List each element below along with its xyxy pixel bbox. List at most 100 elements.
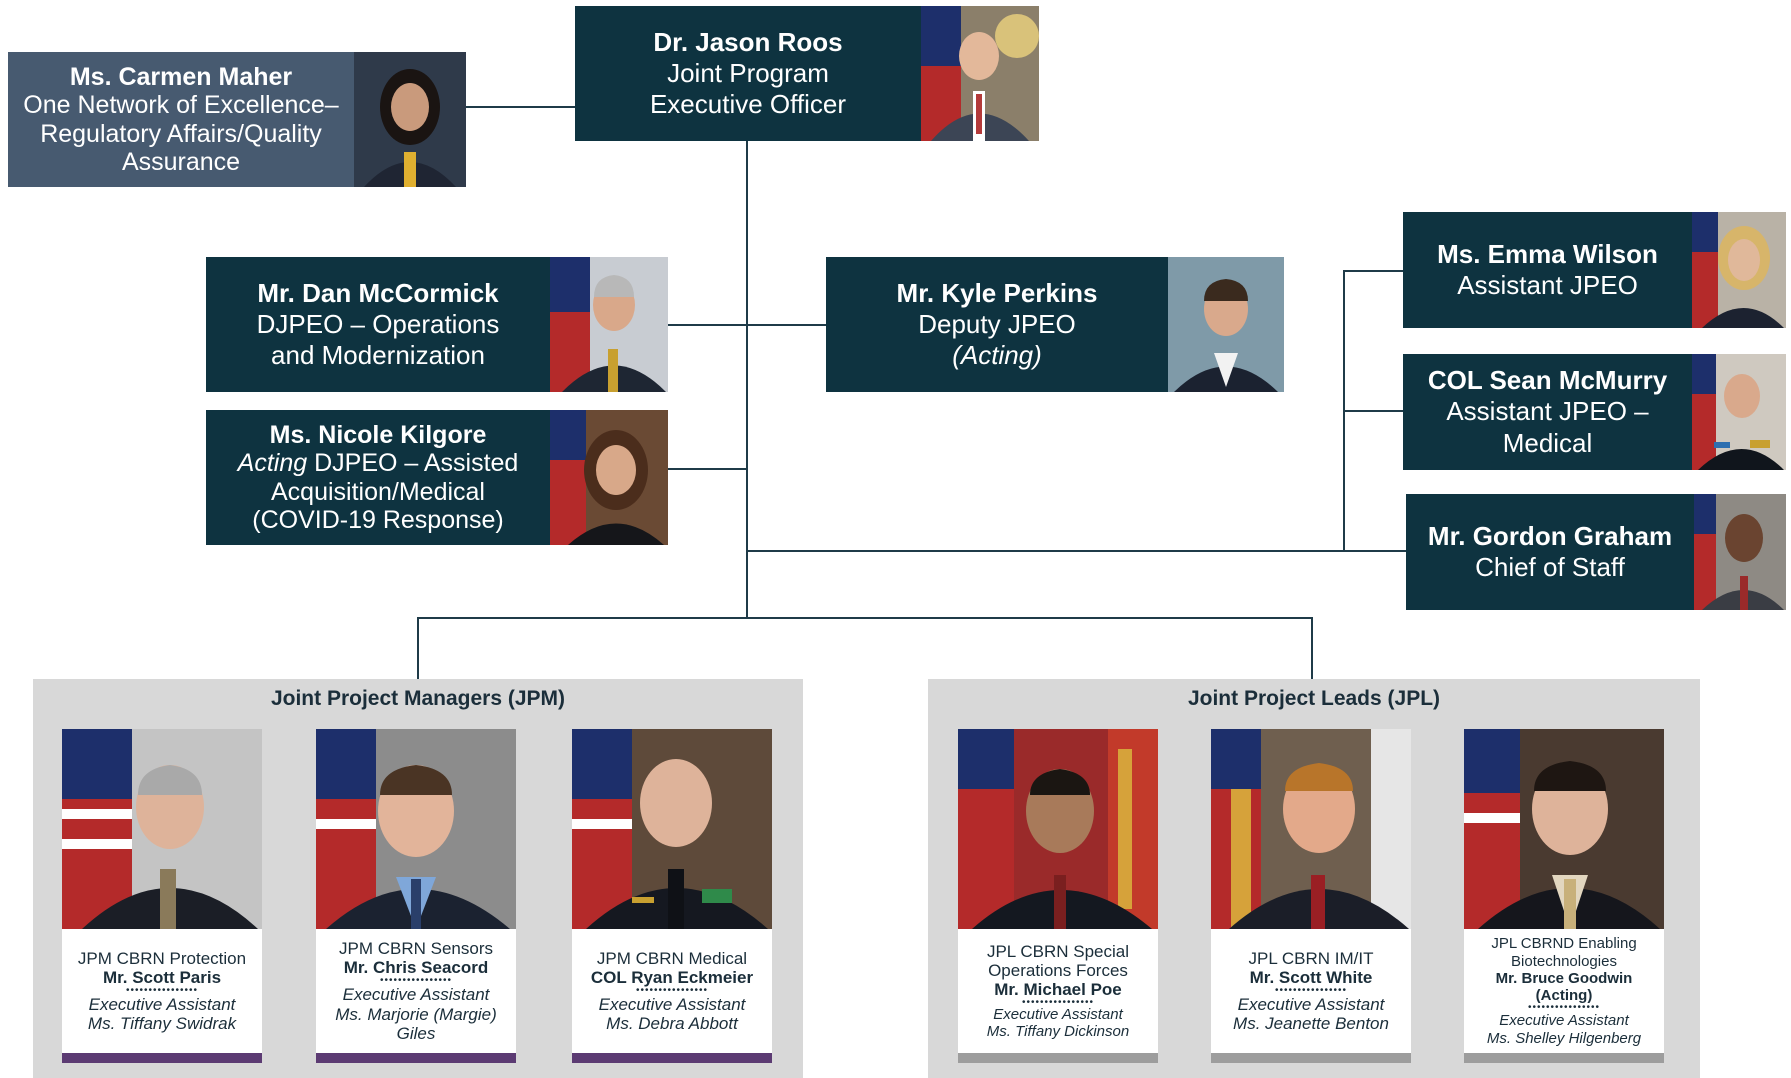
assisted-name: Ms. Nicole Kilgore (269, 421, 487, 449)
jpeo-box: Dr. Jason Roos Joint Program Executive O… (575, 6, 1039, 141)
jpl-sof-ea-label: Executive Assistant (993, 1005, 1123, 1023)
onoe-portrait (354, 52, 466, 187)
jpl-biotech-portrait (1464, 729, 1664, 929)
ops-name: Mr. Dan McCormick (257, 277, 499, 308)
jpm-protection-divider: •••••••••••••••• (125, 985, 198, 996)
jpeo-name: Dr. Jason Roos (653, 26, 843, 57)
medical-title-line1: Assistant JPEO – (1446, 396, 1649, 427)
jpeo-title-line1: Joint Program (667, 57, 829, 88)
jpl-sof-name: Mr. Michael Poe (994, 979, 1122, 999)
jpm-medical-stripe (572, 1053, 772, 1063)
jpl-sof-stripe (958, 1053, 1158, 1063)
connector-mcmurry (1343, 410, 1403, 412)
assistant-title: Assistant JPEO (1457, 270, 1638, 300)
jpl-imit-divider: •••••••••••••••• (1274, 985, 1347, 996)
jpm-protection-name: Mr. Scott Paris (102, 967, 222, 987)
connector-wilson (1343, 270, 1403, 272)
ops-title-line2: and Modernization (271, 340, 485, 371)
jpl-card-imit: JPL CBRN IM/IT Mr. Scott White •••••••••… (1211, 729, 1411, 1063)
ops-box: Mr. Dan McCormick DJPEO – Operations and… (206, 257, 668, 392)
connector-maher-roos (466, 106, 576, 108)
jpm-sensors-role: JPM CBRN Sensors (339, 939, 493, 959)
chief-box: Mr. Gordon Graham Chief of Staff (1406, 494, 1786, 610)
jpl-panel-title: Joint Project Leads (JPL) (1187, 687, 1441, 710)
jpl-biotech-divider: •••••••••••••••• (1527, 1002, 1600, 1014)
jpl-imit-portrait (1211, 729, 1411, 929)
onoe-title-line1: One Network of Excellence– (23, 91, 339, 120)
jpm-protection-portrait (62, 729, 262, 929)
deputy-title-line1: Deputy JPEO (918, 308, 1076, 339)
onoe-name: Ms. Carmen Maher (69, 63, 293, 91)
assisted-title-line1: Acting DJPEO – Assisted (237, 449, 519, 478)
medical-portrait (1692, 354, 1786, 470)
ops-portrait (550, 257, 668, 392)
connector-staff-horizontal (746, 550, 1408, 552)
jpl-biotech-name: Mr. Bruce Goodwin (1495, 969, 1633, 987)
jpm-protection-assistant: Ms. Tiffany Swidrak (87, 1014, 237, 1034)
jpm-panel-title: Joint Project Managers (JPM) (270, 687, 566, 710)
connector-bottom-horizontal (417, 617, 1313, 619)
medical-title-line2: Medical (1502, 427, 1593, 458)
jpm-medical-name: COL Ryan Eckmeier (590, 967, 754, 987)
connector-jpl-drop (1311, 617, 1313, 679)
jpm-medical-assistant: Ms. Debra Abbott (606, 1014, 738, 1034)
jpl-panel: Joint Project Leads (JPL) JPL CBRN Speci… (928, 679, 1700, 1078)
jpm-panel: Joint Project Managers (JPM) JPM CBRN Pr… (33, 679, 803, 1078)
assisted-acting: Acting (237, 449, 308, 478)
jpl-card-sof: JPL CBRN Special Operations Forces Mr. M… (958, 729, 1158, 1063)
jpm-medical-divider: •••••••••••••••• (635, 985, 708, 996)
chief-title: Chief of Staff (1475, 552, 1625, 582)
connector-mccormick-perkins (668, 324, 826, 326)
jpm-medical-ea-label: Executive Assistant (598, 995, 746, 1014)
jpm-medical-role: JPM CBRN Medical (596, 948, 748, 968)
assistant-name: Ms. Emma Wilson (1437, 238, 1658, 269)
jpl-sof-divider: •••••••••••••••• (1021, 996, 1094, 1008)
deputy-box: Mr. Kyle Perkins Deputy JPEO (Acting) (826, 257, 1284, 392)
chief-name: Mr. Gordon Graham (1427, 520, 1673, 551)
connector-kilgore (668, 468, 748, 470)
onoe-box: Ms. Carmen Maher One Network of Excellen… (8, 52, 466, 187)
jpl-imit-assistant: Ms. Jeanette Benton (1233, 1014, 1389, 1034)
assisted-portrait (550, 410, 668, 545)
jpl-biotech-acting: (Acting) (1535, 987, 1593, 1004)
assistant-box: Ms. Emma Wilson Assistant JPEO (1403, 212, 1786, 328)
jpl-sof-portrait (958, 729, 1158, 929)
onoe-title-line2: Regulatory Affairs/Quality (40, 119, 322, 148)
assisted-title-line3: (COVID-19 Response) (252, 505, 504, 534)
jpm-sensors-ea-label: Executive Assistant (342, 985, 490, 1005)
jpm-card-protection: JPM CBRN Protection Mr. Scott Paris ••••… (62, 729, 262, 1063)
jpeo-title-line2: Executive Officer (649, 89, 847, 120)
jpm-protection-role: JPM CBRN Protection (77, 948, 247, 968)
jpl-sof-assistant: Ms. Tiffany Dickinson (986, 1022, 1130, 1040)
jpl-biotech-stripe (1464, 1053, 1664, 1063)
onoe-title-line3: Assurance (121, 147, 241, 176)
jpl-imit-name: Mr. Scott White (1249, 967, 1373, 987)
jpl-biotech-assistant: Ms. Shelley Hilgenberg (1486, 1029, 1642, 1047)
jpm-sensors-portrait (316, 729, 516, 929)
jpm-card-sensors: JPM CBRN Sensors Mr. Chris Seacord •••••… (316, 729, 516, 1063)
jpl-imit-role: JPL CBRN IM/IT (1248, 948, 1374, 968)
medical-name: COL Sean McMurry (1427, 365, 1668, 396)
jpm-protection-ea-label: Executive Assistant (88, 995, 236, 1014)
jpm-medical-portrait (572, 729, 772, 929)
connector-jpm-drop (417, 617, 419, 679)
jpm-sensors-name: Mr. Chris Seacord (343, 958, 489, 978)
jpl-biotech-ea-label: Executive Assistant (1499, 1012, 1629, 1030)
ops-title-line1: DJPEO – Operations (256, 308, 500, 339)
assisted-title-line2: Acquisition/Medical (271, 477, 485, 506)
jpm-card-medical: JPM CBRN Medical COL Ryan Eckmeier •••••… (572, 729, 772, 1063)
medical-box: COL Sean McMurry Assistant JPEO – Medica… (1403, 354, 1786, 470)
deputy-name: Mr. Kyle Perkins (896, 277, 1098, 308)
jpl-sof-role: JPL CBRN Special Operations Forces (986, 941, 1130, 980)
deputy-portrait (1168, 257, 1284, 392)
jpeo-portrait (921, 6, 1039, 141)
jpm-sensors-divider: •••••••••••••••• (379, 975, 452, 987)
jpl-biotech-role: JPL CBRND Enabling Biotechnologies (1491, 935, 1637, 970)
connector-main-vertical (746, 140, 748, 619)
jpm-sensors-stripe (316, 1053, 516, 1063)
deputy-title-line2: (Acting) (952, 340, 1042, 371)
chief-portrait (1694, 494, 1786, 610)
jpl-imit-ea-label: Executive Assistant (1237, 995, 1385, 1014)
jpm-protection-stripe (62, 1053, 262, 1063)
jpl-card-biotech: JPL CBRND Enabling Biotechnologies Mr. B… (1464, 729, 1664, 1063)
